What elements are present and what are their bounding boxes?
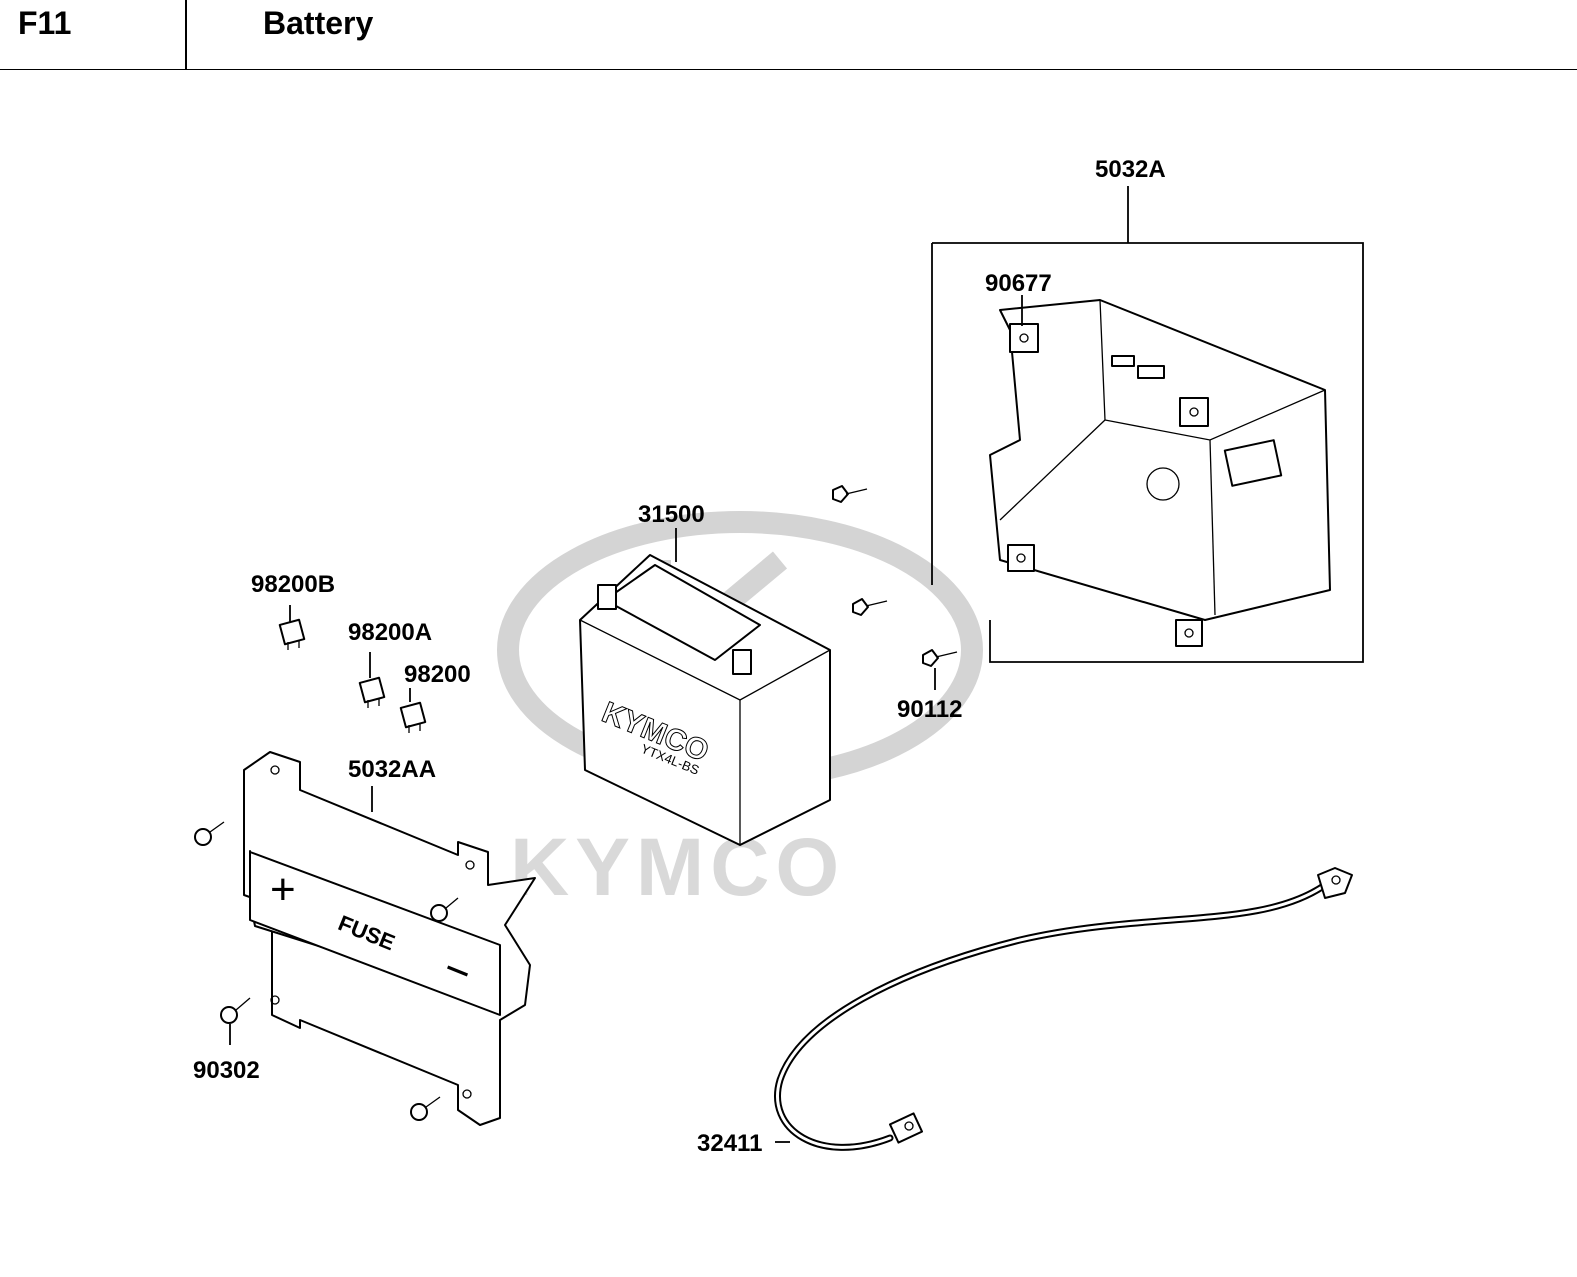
callout-90677: 90677 — [985, 270, 1052, 297]
fuse-98200B — [278, 618, 306, 650]
battery-box-group: 5032A 90677 — [931, 156, 1364, 663]
fuse-bracket: + − FUSE 5032AA — [243, 751, 536, 1126]
bolt — [852, 598, 888, 616]
fuse-98200A — [358, 676, 386, 708]
fuses: 98200B 98200A 98200 — [251, 571, 471, 733]
screw — [410, 1096, 441, 1121]
callout-31500: 31500 — [638, 501, 705, 528]
callout-98200A: 98200A — [348, 619, 432, 646]
callout-90112: 90112 — [897, 696, 962, 723]
cable-terminal — [1317, 867, 1353, 899]
section-code: F11 — [18, 5, 72, 41]
callout-5032A: 5032A — [1095, 156, 1166, 183]
battery: KYMCO YTX4L-BS 31500 — [579, 501, 831, 846]
bolt — [922, 649, 958, 667]
section-title: Battery — [263, 5, 374, 41]
callout-90302: 90302 — [193, 1057, 260, 1084]
screw — [430, 897, 459, 922]
battery-box — [989, 299, 1331, 647]
screw — [220, 997, 251, 1024]
callout-98200B: 98200B — [251, 571, 335, 598]
callout-5032AA: 5032AA — [348, 756, 436, 783]
callout-98200: 98200 — [404, 661, 471, 688]
bolts-90112: 90112 — [832, 485, 962, 723]
page-header: F11 Battery — [0, 0, 1577, 70]
battery-cable: 32411 — [697, 867, 1353, 1157]
screw — [194, 821, 225, 846]
header-divider — [185, 0, 187, 70]
watermark-text: KYMCO — [510, 822, 845, 913]
cable-terminal — [888, 1112, 924, 1144]
callout-32411: 32411 — [697, 1130, 762, 1157]
bolt — [832, 485, 868, 503]
fuse-98200 — [399, 701, 427, 733]
screws-90302: 90302 — [193, 821, 459, 1121]
bracket-plus-sign: + — [270, 865, 296, 914]
